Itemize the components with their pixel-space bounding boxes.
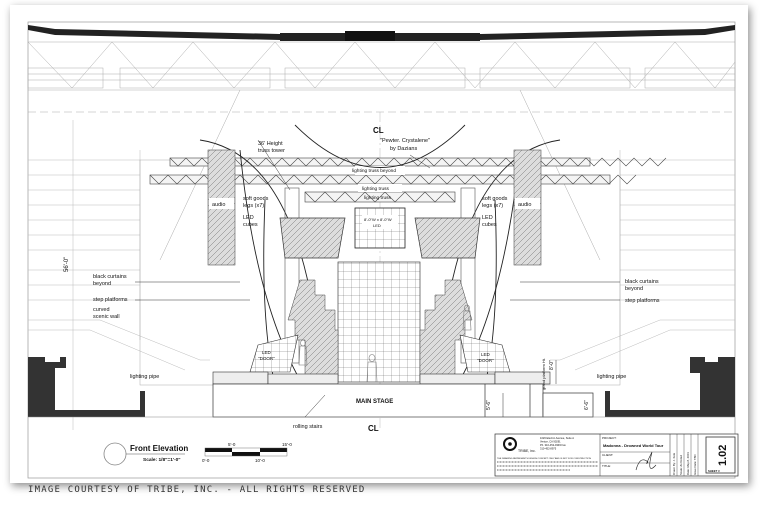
led-cubes-left-label: cubes — [243, 222, 258, 228]
tribe-logo-icon — [503, 437, 517, 451]
lighting-pipe-left-label: lighting pipe — [130, 374, 159, 380]
led-cubes-left-label: LED — [243, 215, 254, 221]
sheet-number: 1.02 — [717, 445, 729, 466]
pipe-height-dimension: 6'-6" — [584, 400, 590, 410]
arena-roof — [27, 25, 736, 430]
performer-figures — [298, 304, 472, 383]
step-platforms — [287, 279, 473, 381]
height-dimension: 56'-0" — [64, 257, 70, 272]
view-marker-circle — [103, 442, 127, 466]
black-curtains-left-label: beyond — [93, 281, 111, 287]
led-cubes-left — [279, 217, 346, 259]
soft-goods-right-label: soft goods — [482, 196, 508, 202]
rolling-stairs-label: rolling stairs — [293, 424, 323, 430]
truss-tower-label: truss tower — [258, 148, 285, 154]
led-door-left-label: "DOOR" — [258, 356, 275, 361]
lighting-truss-lower-label: lighting truss — [364, 195, 392, 201]
led-door-left-label: LED — [262, 350, 272, 355]
arena-floor-sections — [28, 357, 735, 417]
step-platforms-left-label: step platforms — [93, 297, 128, 303]
led-door-right-label: "DOOR" — [477, 358, 494, 363]
scale-bar: 0'-0 5'-0 10'-0 15'-0 — [202, 442, 292, 463]
black-curtains-left-label: black curtains — [93, 274, 127, 280]
company-address: Ph. 310-452-9393 Fax — [540, 443, 567, 447]
centerline-label-bottom: CL — [368, 424, 379, 433]
audio-right-label: audio — [518, 202, 531, 208]
curved-wall-label: curved — [93, 307, 110, 313]
audio-left-label: audio — [212, 202, 225, 208]
main-stage-label: MAIN STAGE — [356, 399, 393, 405]
step-platforms-right-label: step platforms — [625, 298, 660, 304]
audio-tower-right — [513, 149, 542, 266]
led-screen-label: 8'-0"W x 8'-0"W — [364, 217, 392, 222]
center-led-wall — [337, 261, 421, 383]
soft-goods-left-label: legs (x7) — [243, 203, 264, 209]
scale-tick: 0'-0 — [202, 458, 210, 463]
leader-lines — [135, 139, 620, 418]
fabric-label: "Pewter. Crystalene" — [380, 138, 430, 144]
led-door-right-label: LED — [481, 352, 491, 357]
led-cubes-right — [414, 217, 481, 259]
led-screen-label: LED — [373, 223, 381, 228]
company-address: 310-452-8975 — [540, 447, 557, 451]
soft-goods-left-label: soft goods — [243, 196, 269, 202]
lighting-truss-beyond-label: lighting truss beyond — [352, 168, 396, 174]
project-label: PROJECT: — [602, 436, 617, 440]
scale-tick: 10'-0 — [255, 458, 265, 463]
soft-goods-right-label: legs (x7) — [482, 203, 503, 209]
stage-height-dimension: 5'-6" — [486, 400, 492, 410]
black-curtains-right-label: black curtains — [625, 279, 659, 285]
sheet-label: SHEET # — [708, 469, 720, 473]
lighting-truss-label: lighting truss — [362, 186, 390, 192]
led-doors — [249, 334, 511, 373]
led-screen-label-bg — [362, 215, 398, 229]
truss-label-bg — [355, 166, 405, 175]
client-label: CLIENT: — [602, 453, 613, 457]
led-cubes-right-label: cubes — [482, 222, 497, 228]
curved-wall-label: scenic wall — [93, 314, 120, 320]
view-scale: Scale: 1/8"=1'-0" — [143, 457, 181, 463]
company-address: Venice, CA 90291 — [540, 440, 561, 444]
truss-tower-label: 36' Height — [258, 141, 283, 147]
view-title: Front Elevation — [130, 444, 188, 453]
arena-seating — [28, 120, 735, 430]
date-field: Date: May 8, 2001 — [686, 452, 690, 475]
audio-tower-left — [207, 149, 236, 266]
company-name: TRIBE, inc. — [518, 449, 536, 453]
truss-label-bg — [358, 184, 402, 192]
signature — [635, 451, 657, 471]
project-name: Madonna - Drowned World Tour — [603, 443, 664, 448]
image-credit-caption: IMAGE COURTESY OF TRIBE, INC. - ALL RIGH… — [28, 485, 366, 495]
scale-tick: 5'-0 — [228, 442, 236, 447]
fabric-label: by Dazians — [390, 146, 417, 152]
led-cubes-right-label: LED — [482, 215, 493, 221]
main-stage — [212, 383, 594, 418]
grand-platform-label: grand platform Ht. — [541, 358, 546, 390]
title-field-label: TITLE: — [602, 464, 611, 468]
scale-field: Scale: As Noted — [679, 455, 683, 475]
scale-tick: 15'-0 — [282, 442, 292, 447]
black-curtains-right-label: beyond — [625, 286, 643, 292]
company-address: 1026 Electric Avenue, Suite A — [540, 436, 574, 440]
centerline-label-top: CL — [373, 126, 384, 135]
title-block: TRIBE, inc. 1026 Electric Avenue, Suite … — [494, 433, 739, 477]
issue-date-field: Issue Date: TBD — [693, 455, 697, 475]
platform-height-dimension: 8'-0" — [549, 360, 555, 370]
disclaimer-text: THE DRAWING REPRESENTS DESIGN CONCEPT ON… — [497, 457, 591, 460]
drawn-by: Drawn By: J. Kole — [672, 452, 676, 475]
lighting-pipe-right-label: lighting pipe — [597, 374, 626, 380]
